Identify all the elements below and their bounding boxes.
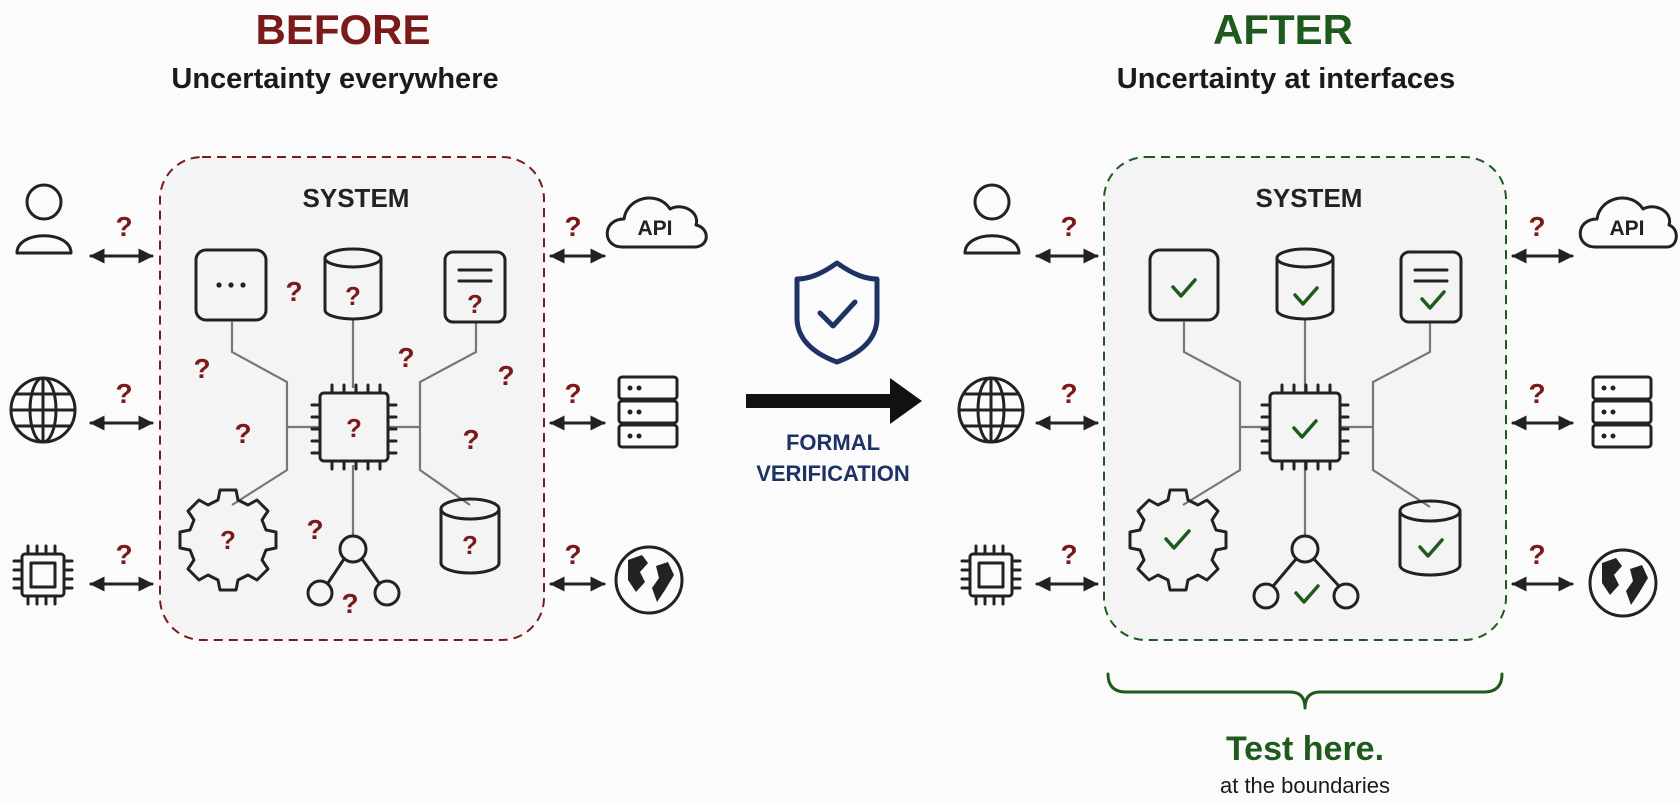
svg-text:?: ?	[285, 276, 302, 307]
svg-text:?: ?	[564, 211, 581, 242]
transition-arrow	[746, 378, 922, 424]
svg-text:?: ?	[1060, 378, 1077, 409]
svg-text:?: ?	[115, 378, 132, 409]
boundaries-label: at the boundaries	[1220, 773, 1390, 798]
svg-text:API: API	[637, 217, 672, 240]
svg-text:API: API	[1609, 217, 1644, 240]
svg-text:?: ?	[497, 360, 514, 391]
formal-verification-transition: FORMAL VERIFICATION	[746, 260, 922, 486]
svg-text:?: ?	[193, 353, 210, 384]
api-cloud-icon: API	[1578, 196, 1678, 249]
user-icon	[15, 183, 73, 255]
document-icon: ?	[443, 250, 507, 324]
after-panel: AFTER Uncertainty at interfaces SYSTEM	[957, 6, 1678, 798]
before-subheading: Uncertainty everywhere	[171, 63, 498, 95]
globe-icon	[9, 376, 77, 444]
processor-icon: ?	[310, 383, 398, 471]
boundary-bracket	[1106, 672, 1504, 710]
svg-text:?: ?	[306, 514, 323, 545]
svg-text:?: ?	[115, 211, 132, 242]
svg-text:?: ?	[234, 418, 251, 449]
test-here-label: Test here.	[1226, 730, 1384, 768]
svg-text:?: ?	[462, 530, 478, 560]
svg-text:?: ?	[462, 424, 479, 455]
svg-text:?: ?	[1060, 211, 1077, 242]
formal-verification-label-line2: VERIFICATION	[756, 461, 910, 486]
formal-verification-label-line1: FORMAL	[786, 430, 880, 455]
network-icon	[1252, 534, 1360, 610]
server-icon	[617, 375, 679, 449]
svg-text:?: ?	[1528, 539, 1545, 570]
database-icon	[1275, 247, 1335, 321]
svg-text:?: ?	[1528, 211, 1545, 242]
after-system-boundary	[1103, 156, 1507, 641]
earth-icon	[614, 545, 684, 615]
server-icon	[1591, 375, 1653, 449]
after-left-links: ? ? ?	[1035, 211, 1099, 592]
svg-text:?: ?	[467, 289, 483, 319]
svg-text:?: ?	[346, 413, 362, 443]
shield-check-icon	[794, 260, 880, 365]
before-right-links: ? ? ?	[549, 211, 606, 592]
svg-text:?: ?	[1060, 539, 1077, 570]
api-cloud-icon: API	[605, 196, 708, 249]
after-right-links: ? ? ?	[1511, 211, 1574, 592]
window-icon	[194, 248, 268, 322]
before-left-links: ? ? ?	[89, 211, 154, 592]
svg-text:?: ?	[1528, 378, 1545, 409]
window-icon	[1148, 248, 1220, 322]
processor-icon	[1260, 383, 1350, 471]
gear-icon: ?	[178, 488, 278, 592]
before-panel: BEFORE Uncertainty everywhere SYSTEM ?	[9, 6, 708, 641]
gear-icon	[1128, 488, 1228, 592]
after-subheading: Uncertainty at interfaces	[1117, 63, 1455, 95]
svg-text:?: ?	[564, 378, 581, 409]
svg-text:?: ?	[341, 588, 358, 619]
svg-text:?: ?	[115, 539, 132, 570]
svg-text:?: ?	[220, 525, 236, 555]
after-system-label: SYSTEM	[1256, 183, 1363, 213]
svg-text:?: ?	[564, 539, 581, 570]
before-uncertainty-marks: ? ? ? ? ? ? ? ?	[193, 276, 514, 619]
after-connections	[1182, 318, 1432, 537]
before-heading: BEFORE	[255, 6, 430, 53]
database-icon: ?	[439, 497, 501, 575]
globe-icon	[957, 376, 1025, 444]
database-icon	[1398, 499, 1462, 577]
svg-text:?: ?	[345, 281, 361, 311]
svg-text:?: ?	[397, 342, 414, 373]
before-connections	[230, 318, 478, 535]
after-heading: AFTER	[1213, 6, 1353, 53]
chip-icon	[960, 544, 1022, 606]
network-icon	[306, 534, 401, 607]
before-system-label: SYSTEM	[303, 183, 410, 213]
database-icon: ?	[323, 247, 383, 321]
user-icon	[963, 183, 1021, 255]
earth-icon	[1588, 548, 1658, 618]
chip-icon	[12, 544, 74, 606]
before-system-boundary	[159, 156, 545, 641]
document-icon	[1399, 250, 1463, 324]
